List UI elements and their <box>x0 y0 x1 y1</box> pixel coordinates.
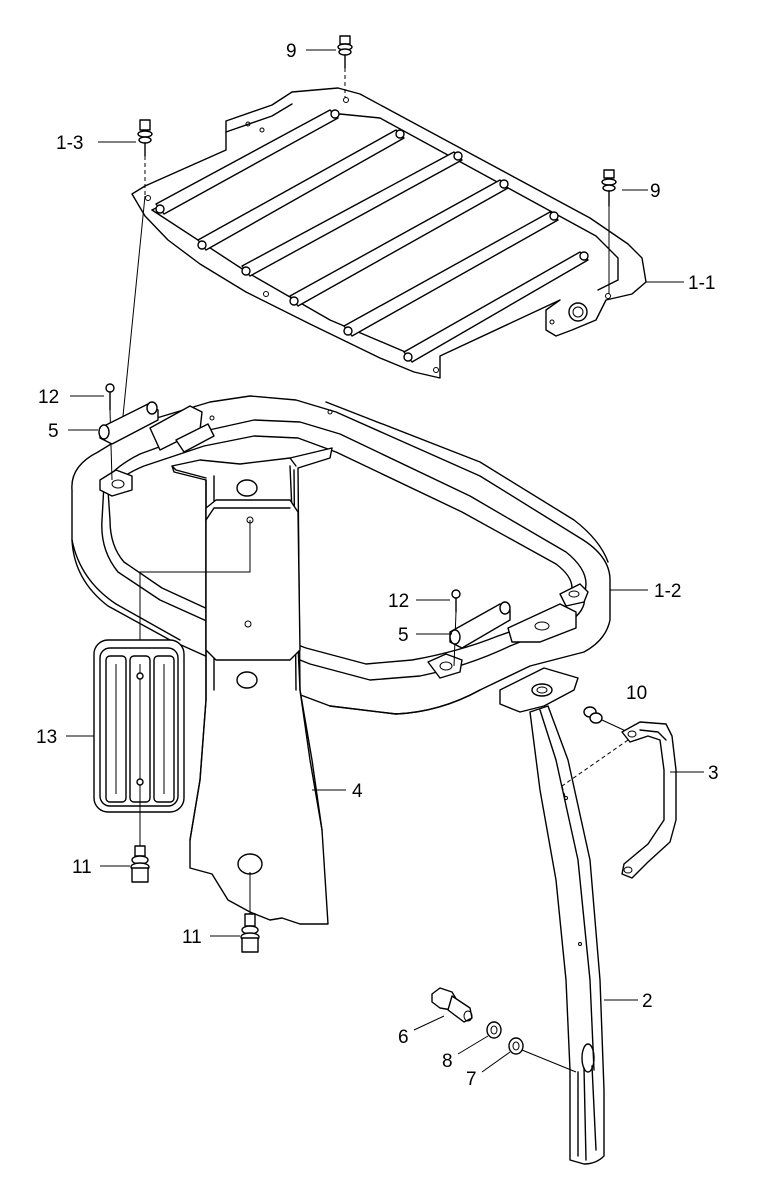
leader-4-to-13 <box>139 520 251 678</box>
part-13-grille <box>93 639 185 813</box>
part-labels: 9 1-3 9 1-1 12 5 1-2 12 5 10 3 13 4 11 1… <box>36 41 719 1090</box>
label-part-13: 13 <box>36 727 57 748</box>
label-part-5-left: 5 <box>48 421 59 442</box>
part-1-1-rack <box>131 87 647 379</box>
part-11-bolt-mid <box>240 872 260 953</box>
part-9-bolt-right <box>601 169 617 294</box>
part-2-post <box>499 667 605 1165</box>
part-3-handle <box>561 721 677 879</box>
label-part-6: 6 <box>398 1027 409 1048</box>
part-7-washer <box>508 1037 577 1073</box>
part-5-clip-mid <box>449 601 511 649</box>
part-9-bolt-top <box>337 35 353 98</box>
label-part-9-right: 9 <box>650 181 661 202</box>
part-8-washer <box>486 1021 502 1039</box>
label-part-9-top: 9 <box>286 41 297 62</box>
part-5-clip-left <box>98 401 159 445</box>
label-part-12-left: 12 <box>38 387 59 408</box>
part-6-bolt <box>431 987 473 1023</box>
label-part-12-mid: 12 <box>388 591 409 612</box>
label-part-5-mid: 5 <box>398 625 409 646</box>
part-11-bolt-left <box>130 786 150 883</box>
label-part-8: 8 <box>442 1051 453 1072</box>
label-part-10: 10 <box>626 683 647 704</box>
part-10-nut <box>583 706 629 733</box>
label-part-11-left: 11 <box>72 857 92 878</box>
label-part-4: 4 <box>352 781 363 802</box>
label-part-11-mid: 11 <box>182 927 202 948</box>
label-part-2: 2 <box>642 991 653 1012</box>
label-part-1-1: 1-1 <box>688 273 715 294</box>
part-4-center-panel <box>171 447 333 925</box>
part-12-bolt-left <box>105 383 115 481</box>
label-part-3: 3 <box>708 763 719 784</box>
label-part-1-3: 1-3 <box>56 133 83 154</box>
leader-lines <box>66 49 704 1073</box>
label-part-7: 7 <box>466 1069 477 1090</box>
label-part-1-2: 1-2 <box>654 581 681 602</box>
